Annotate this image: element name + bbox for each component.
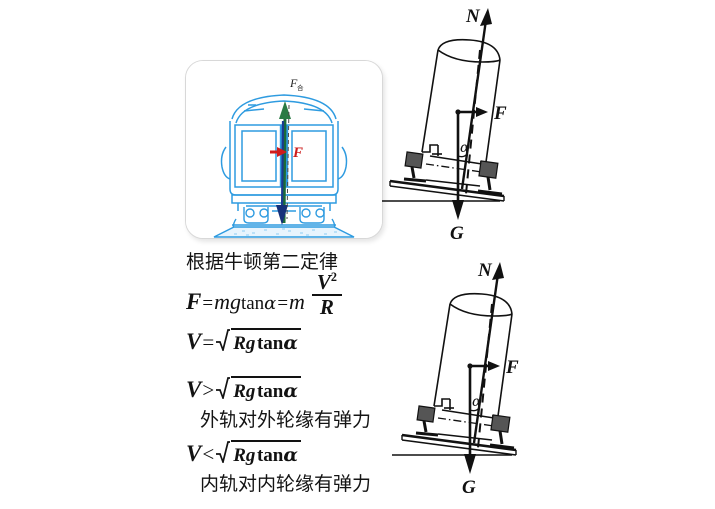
label-normal-force: N — [465, 6, 481, 27]
body-right-edge — [485, 59, 501, 163]
label-weight-force: G — [450, 223, 464, 244]
eq3-radicand: Rg tanα — [231, 375, 301, 403]
angle-arc — [457, 153, 468, 158]
eq2-lhs: V — [186, 328, 202, 354]
eq3-lhs: V — [186, 376, 202, 402]
photo-label-resultant: F — [289, 76, 298, 90]
inclined-rail — [401, 433, 517, 456]
normal-axis-dashed — [477, 303, 493, 449]
force-diagram-bottom-svg: N F G α — [392, 260, 519, 498]
wheel-assembly-left — [415, 405, 439, 437]
eq-force-equals-2: = — [277, 292, 289, 314]
eq-force-alpha: α — [264, 292, 277, 314]
resultant-force-arrow — [279, 101, 291, 224]
train-photo-illustration: F 合 F — [186, 61, 382, 238]
equation-critical-speed: V= Rg tanα — [186, 327, 386, 362]
equation-less: V< Rg tanα — [186, 439, 386, 474]
label-centripetal-force: F — [505, 357, 519, 378]
eq4-radicand: Rg tanα — [231, 439, 301, 467]
eq3-relation: > — [202, 377, 215, 402]
radical-sign-icon — [216, 440, 231, 463]
newton-second-law-heading: 根据牛顿第二定律 — [186, 251, 339, 273]
eq4-radical: Rg tanα — [216, 439, 301, 467]
wheel-assembly-left — [403, 151, 427, 183]
body-top-front — [437, 38, 501, 61]
fraction-numerator: V2 — [316, 269, 337, 294]
eq2-radicand: Rg tanα — [231, 327, 301, 355]
underframe-bottom — [425, 179, 481, 187]
horizontal-force-arrow — [270, 147, 287, 157]
eq3-radical: Rg tanα — [216, 375, 301, 403]
inclined-rail — [389, 179, 505, 202]
centripetal-force-arrow — [467, 361, 500, 371]
photo-label-resultant-subscript: 合 — [297, 83, 304, 92]
fraction-denominator: R — [319, 294, 334, 319]
note-inner-rail: 内轨对内轮缘有弹力 — [200, 472, 372, 495]
note-outer-rail: 外轨对外轮缘有弹力 — [200, 408, 372, 431]
eq-force-tan: tan — [240, 292, 265, 314]
eq4-lhs: V — [186, 440, 202, 466]
body-right-edge — [497, 313, 513, 417]
wheel-assembly-right — [489, 414, 515, 450]
radical-sign-icon — [216, 328, 231, 351]
underframe-top — [429, 155, 483, 165]
force-diagram-top-svg: N F G α — [382, 6, 507, 244]
chassis-step-left — [434, 398, 450, 407]
normal-axis-dashed — [465, 49, 481, 195]
eq-force-mass: m — [289, 288, 305, 314]
label-centripetal-force: F — [493, 103, 507, 124]
wheel-assembly-right — [477, 160, 503, 196]
formula-block: 根据牛顿第二定律 F=mgtanα=m V2 R V= Rg tanα V> R… — [186, 251, 386, 496]
force-diagram-top: N F G α — [382, 4, 572, 254]
radical-sign-icon — [216, 376, 231, 399]
body-top-front — [449, 292, 513, 315]
equation-force: F=mgtanα=m V2 R — [186, 271, 386, 324]
photo-label-horizontal-force: F — [292, 145, 303, 161]
body-left-edge — [433, 303, 451, 407]
label-angle-alpha: α — [460, 140, 470, 156]
eq-force-lhs: F — [186, 288, 202, 314]
label-angle-alpha: α — [472, 394, 482, 410]
centripetal-force-arrow — [455, 107, 488, 117]
eq-force-mg: mg — [214, 288, 241, 314]
body-top-back — [449, 303, 513, 317]
equation-greater: V> Rg tanα — [186, 375, 386, 410]
eq-force-fraction: V2 R — [311, 269, 342, 319]
normal-force-arrow — [460, 8, 492, 190]
train-photo-card: F 合 F — [185, 60, 383, 239]
underframe-bottom — [437, 433, 493, 441]
angle-arc — [469, 407, 480, 412]
weight-force-arrow — [276, 120, 288, 225]
underframe-top — [441, 409, 495, 419]
weight-force-arrow — [464, 366, 476, 474]
body-left-edge — [421, 49, 439, 153]
weight-force-arrow — [452, 112, 464, 220]
label-normal-force: N — [477, 260, 493, 281]
chassis-step-left — [422, 144, 438, 153]
eq2-radical: Rg tanα — [216, 327, 301, 355]
axle-dashdot-line — [425, 163, 483, 173]
axle-dashdot-line — [437, 417, 495, 427]
eq4-relation: < — [202, 441, 215, 466]
body-top-back — [437, 49, 501, 63]
vertical-reference-dashed — [286, 104, 290, 220]
fraction-numerator-exponent: 2 — [330, 269, 337, 284]
ballast-bed — [213, 224, 355, 238]
eq-force-equals-1: = — [202, 292, 214, 314]
label-weight-force: G — [462, 477, 476, 498]
eq2-relation: = — [202, 329, 215, 354]
force-diagram-bottom: N F G α — [392, 252, 582, 507]
normal-force-arrow — [472, 262, 504, 444]
fraction-bar — [311, 293, 342, 296]
